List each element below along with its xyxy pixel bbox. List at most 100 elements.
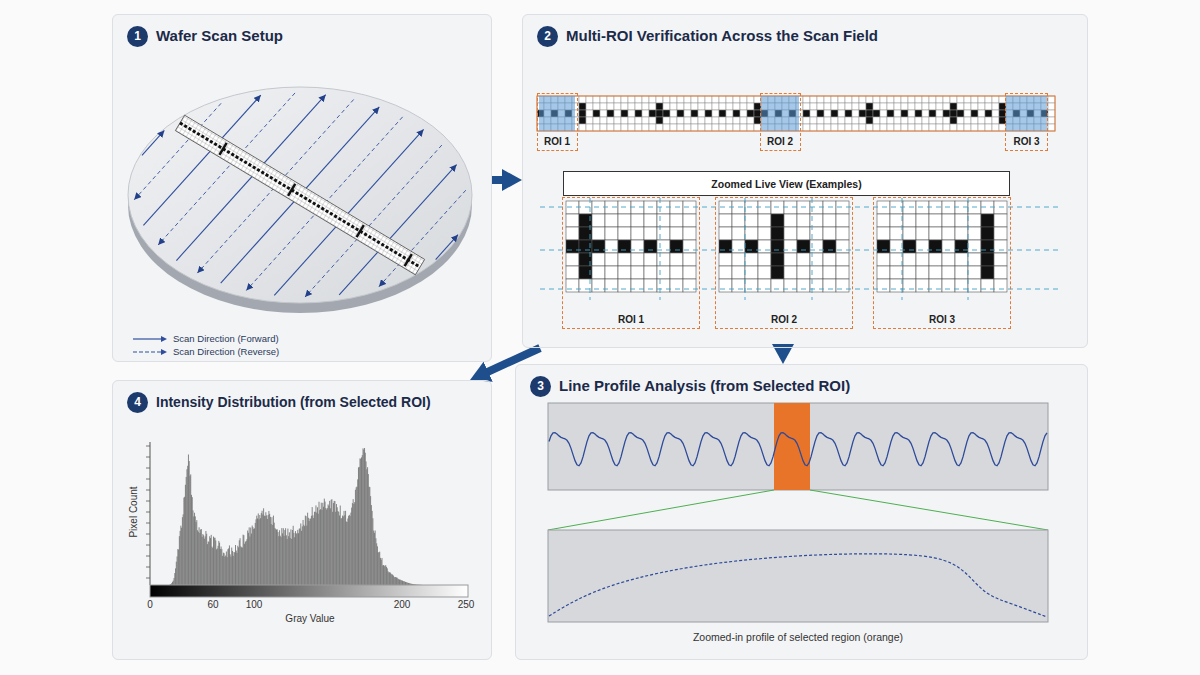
grid-cell — [712, 103, 719, 110]
zoom-cell — [670, 253, 683, 266]
zoom-cell — [929, 201, 942, 214]
grid-cell — [684, 117, 691, 124]
grid-cell — [943, 103, 950, 110]
histogram-bar — [193, 516, 194, 585]
histogram-bar — [388, 571, 389, 585]
histogram-bar — [360, 459, 361, 585]
axis-tick — [146, 523, 150, 524]
zoom-cell — [823, 266, 836, 279]
guide-lines — [540, 198, 1062, 300]
histogram-bar — [348, 516, 349, 585]
axis-tick — [146, 578, 150, 579]
zoom-cell — [968, 266, 981, 279]
grid-cell — [600, 103, 607, 110]
grid-cell — [635, 96, 642, 103]
grid-cell — [607, 103, 614, 110]
histogram-bar — [250, 528, 251, 585]
zoom-cell — [732, 266, 745, 279]
zoom-cell — [592, 201, 605, 214]
histogram-bar — [378, 552, 379, 585]
grid-cell — [992, 103, 999, 110]
histogram-bar — [177, 556, 178, 585]
zoom-cell — [823, 279, 836, 292]
grid-cell — [733, 96, 740, 103]
grid-cell — [957, 117, 964, 124]
zoom-cell — [732, 227, 745, 240]
grid-cell — [691, 117, 698, 124]
roi-highlight — [539, 96, 575, 131]
grid-cell — [866, 103, 873, 110]
histogram-bar — [239, 540, 240, 585]
grid-cell — [810, 124, 817, 131]
grid-cell — [880, 103, 887, 110]
histogram-bar — [402, 581, 403, 585]
zoom-cell — [683, 240, 696, 253]
axis-tick — [146, 545, 150, 546]
grid-cell — [726, 110, 733, 117]
histogram-bar — [369, 487, 370, 585]
grid-cell — [712, 117, 719, 124]
roi-highlight — [1006, 96, 1047, 131]
profile-plot — [548, 403, 1048, 490]
zoom-cell — [877, 214, 890, 227]
zoom-cell — [605, 227, 618, 240]
histogram-bar — [205, 536, 206, 585]
grid-cell — [901, 117, 908, 124]
histogram-bar — [268, 511, 269, 585]
zoom-cell — [683, 201, 696, 214]
grid-cell — [649, 117, 656, 124]
histogram-bar — [212, 548, 213, 585]
zoom-cell — [916, 227, 929, 240]
zoom-cell — [657, 214, 670, 227]
grid-cell — [838, 117, 845, 124]
roi-label: ROI 2 — [768, 312, 800, 328]
grid-cell — [663, 117, 670, 124]
histogram-bar — [189, 461, 190, 585]
zoom-cell — [994, 279, 1007, 292]
zoom-cell — [784, 214, 797, 227]
grid-cell — [677, 117, 684, 124]
histogram-bar — [367, 467, 368, 585]
histogram-bar — [288, 536, 289, 585]
zoom-cell — [784, 227, 797, 240]
grid-cell — [1048, 103, 1055, 110]
zoom-cell — [890, 266, 903, 279]
histogram-bar — [264, 516, 265, 585]
histogram-bar — [274, 523, 275, 585]
zoom-cell — [732, 279, 745, 292]
grid-cell — [929, 110, 936, 117]
histogram-bar — [300, 529, 301, 585]
grid-cell — [712, 124, 719, 131]
grid-cell — [950, 103, 957, 110]
histogram-bar — [400, 580, 401, 585]
histogram-bar — [275, 529, 276, 585]
histogram-bar — [382, 558, 383, 585]
grid-cell — [922, 124, 929, 131]
histogram-bar — [328, 506, 329, 585]
histogram-bar — [252, 527, 253, 585]
grid-cell — [985, 103, 992, 110]
histogram-bar — [278, 536, 279, 585]
grid-cell — [670, 117, 677, 124]
grid-cell — [908, 103, 915, 110]
histogram-bar — [308, 518, 309, 585]
roi-marker: ROI 3 — [1005, 93, 1048, 151]
guide-line — [540, 207, 1062, 208]
grid-cell — [866, 110, 873, 117]
scan-lines — [134, 93, 466, 297]
zoom-cell — [592, 214, 605, 227]
grid-cell — [586, 124, 593, 131]
zoom-cell — [592, 240, 605, 253]
roi-label: ROI 3 — [926, 312, 958, 328]
histogram-bar — [394, 577, 395, 585]
grid-cell — [831, 103, 838, 110]
histogram-bar — [361, 457, 362, 585]
histogram-bar — [224, 557, 225, 585]
histogram-bar — [175, 568, 176, 585]
zoom-cell — [890, 240, 903, 253]
grid-cell — [978, 103, 985, 110]
grid-cell — [915, 103, 922, 110]
zoom-cell — [719, 279, 732, 292]
zoom-plot — [548, 530, 1048, 622]
zoom-cell — [877, 266, 890, 279]
